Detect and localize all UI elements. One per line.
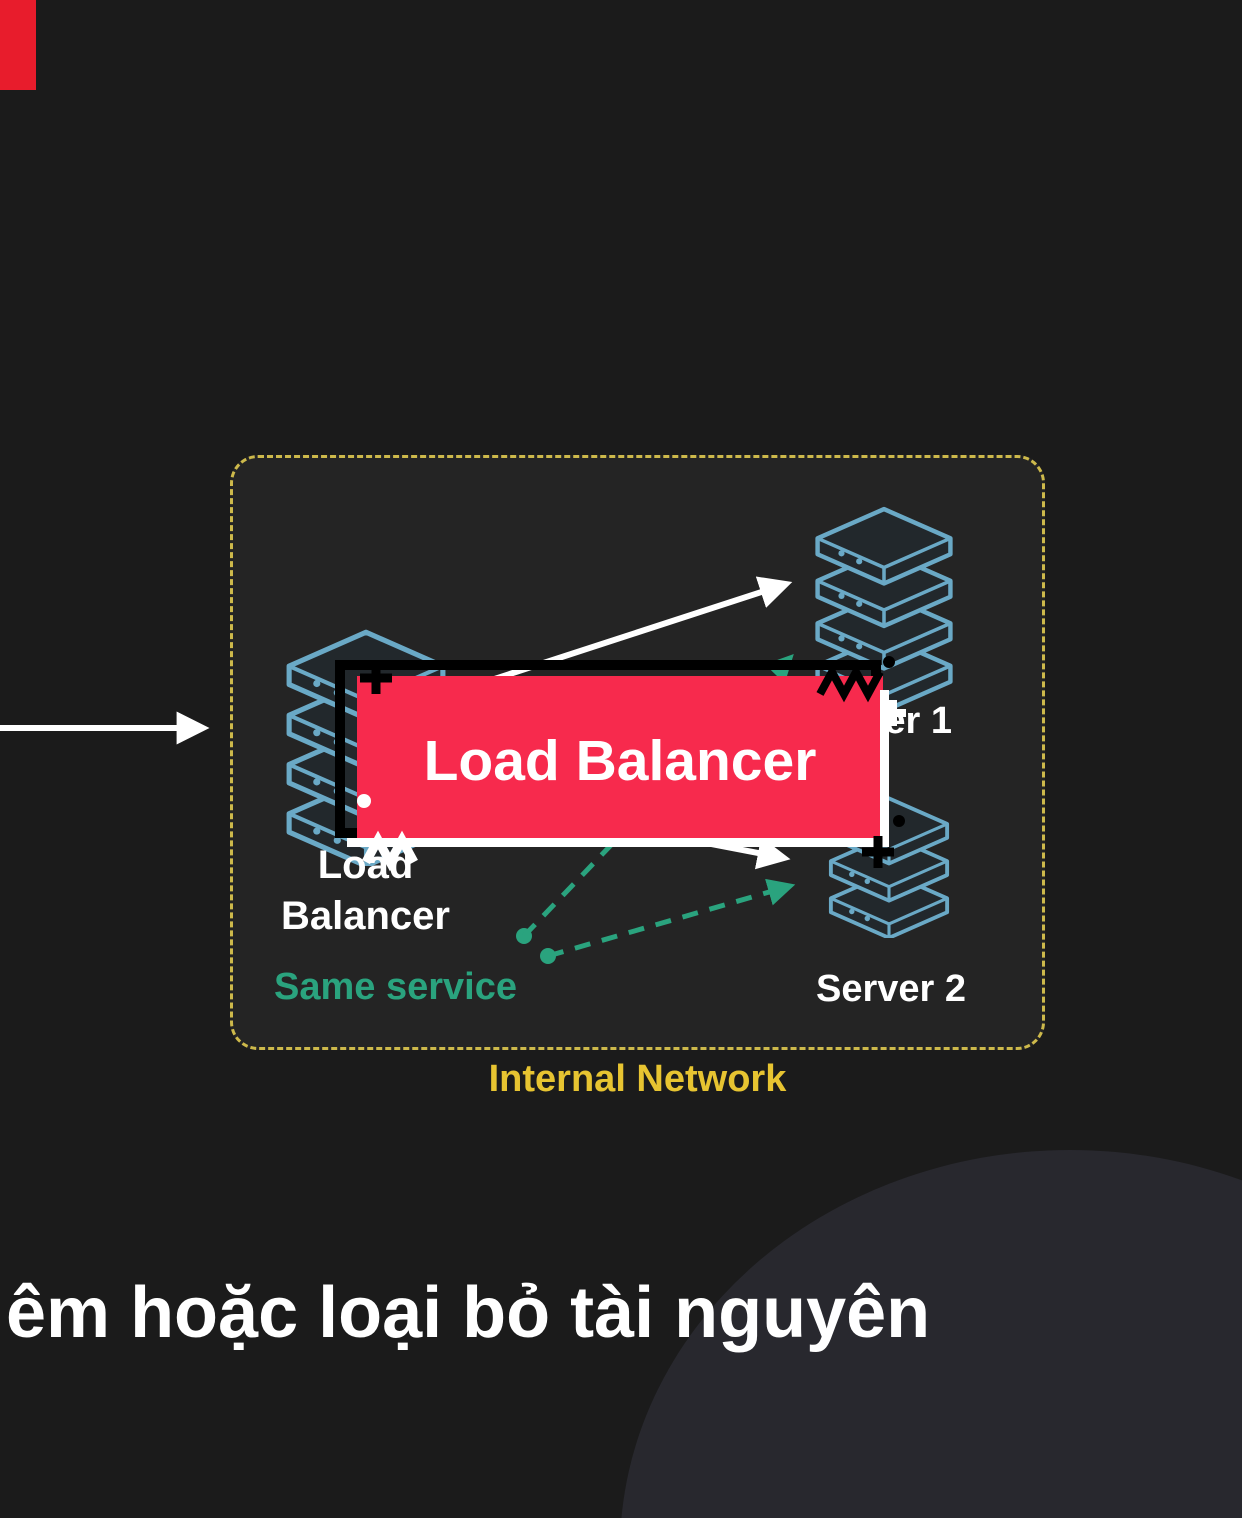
server-2-label: Server 2 [816,968,967,1010]
load-balancer-label: Load Balancer [248,840,483,942]
corner-red-bar [0,0,36,90]
internal-network-label: Internal Network [488,1058,787,1100]
subtitle-caption: êm hoặc loại bỏ tài nguyên [6,1273,931,1353]
same-service-label: Same service [274,966,517,1008]
load-balancer-label-line2: Balancer [281,894,450,938]
load-balancer-label-line1: Load [317,843,414,887]
banner-white-frame [347,690,889,847]
